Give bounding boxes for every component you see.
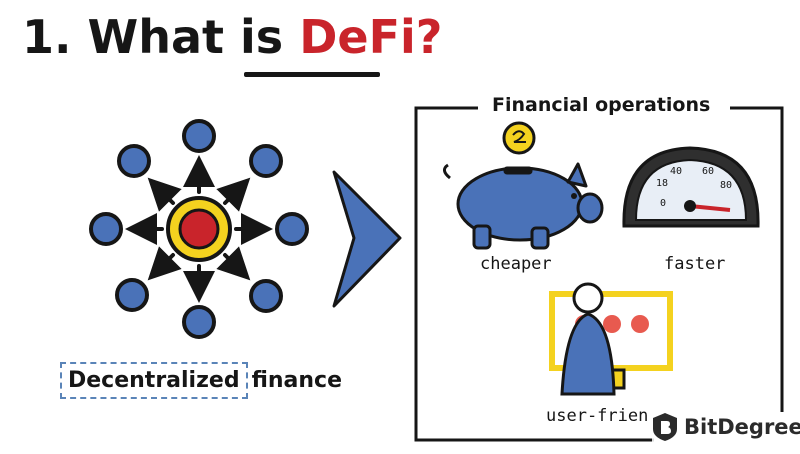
label-user-friendly: user-frien xyxy=(546,406,649,426)
speedometer-tick: 18 xyxy=(656,178,669,189)
bitdegree-logo: BitDegree xyxy=(652,412,800,442)
decentralized-finance-caption: Decentralized finance xyxy=(60,356,342,404)
speedometer-tick: 80 xyxy=(720,180,733,191)
title-highlight: DeFi? xyxy=(299,10,443,64)
network-node xyxy=(115,278,149,312)
speedometer-icon xyxy=(622,146,760,228)
brand-name: BitDegree xyxy=(684,415,800,439)
piggy-bank-icon xyxy=(443,162,604,250)
network-node xyxy=(182,119,216,153)
center-hub-inner xyxy=(178,208,220,250)
page-title: 1. What is DeFi? xyxy=(22,14,442,60)
coin-icon xyxy=(502,121,536,155)
network-node xyxy=(117,144,151,178)
arrow xyxy=(216,246,251,281)
network-node xyxy=(275,212,309,246)
speedometer-tick: 0 xyxy=(660,198,667,209)
arrow xyxy=(147,246,182,281)
label-faster: faster xyxy=(664,254,726,274)
bitdegree-shield-icon xyxy=(653,413,677,441)
network-node xyxy=(249,279,283,313)
financial-operations-panel xyxy=(414,106,784,442)
arrow xyxy=(147,177,182,212)
caption-rest: finance xyxy=(251,367,343,393)
speedometer-tick: 60 xyxy=(702,166,715,177)
title-number: 1. xyxy=(22,10,72,64)
computer-user-icon xyxy=(549,282,673,396)
network-node xyxy=(182,305,216,339)
panel-title: Financial operations xyxy=(492,94,711,116)
label-cheaper: cheaper xyxy=(480,254,552,274)
network-node xyxy=(89,212,123,246)
arrow xyxy=(216,177,251,212)
caption-boxed-word: Decentralized xyxy=(60,361,248,399)
chevron-right-icon xyxy=(332,170,402,308)
decentralized-network-diagram xyxy=(89,119,309,339)
network-node xyxy=(249,144,283,178)
title-underline xyxy=(244,72,380,77)
title-lead: What is xyxy=(87,10,284,64)
speedometer-tick: 40 xyxy=(670,166,683,177)
